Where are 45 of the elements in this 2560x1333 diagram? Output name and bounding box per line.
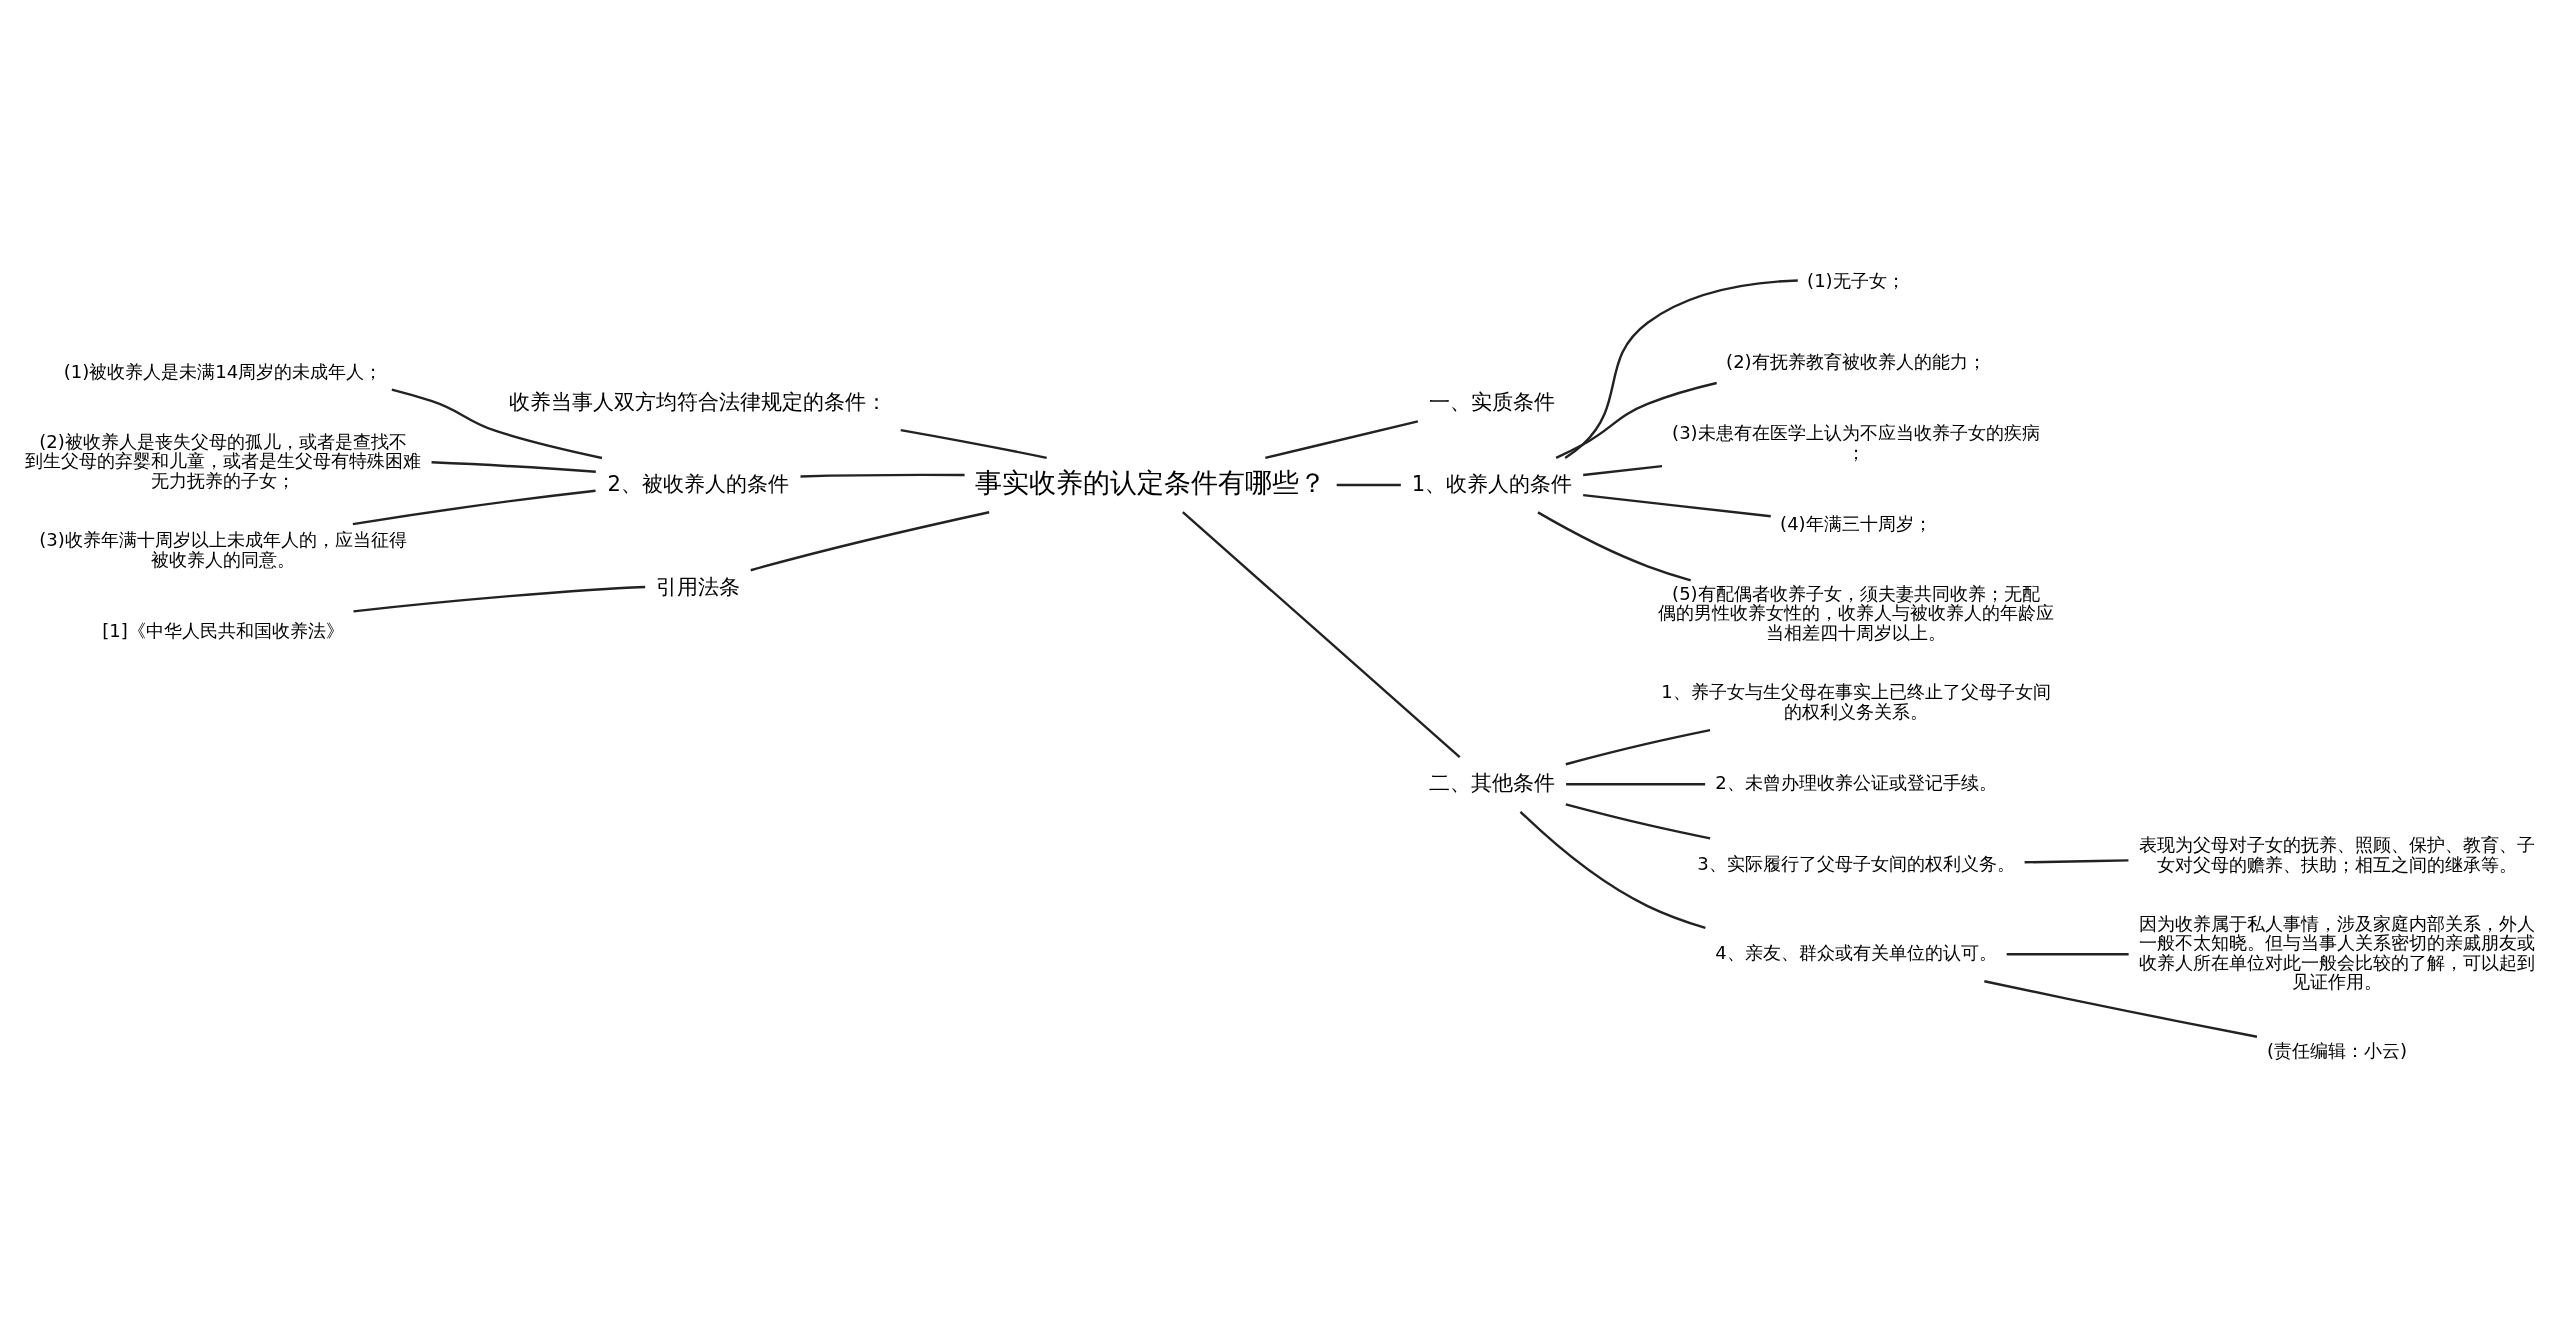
node-text: 4、亲友、群众或有关单位的认可。 — [1715, 941, 1997, 963]
node-text: 1、养子女与生父母在事实上已终止了父母子女间的权利义务关系。 — [1661, 680, 2051, 722]
node-text: (3)未患有在医学上认为不应当收养子女的疾病； — [1672, 421, 2040, 463]
node-text: 一、实质条件 — [1429, 388, 1556, 414]
node-text: 二、其他条件 — [1429, 769, 1556, 795]
node-text: (1)被收养人是未满14周岁的未成年人； — [63, 360, 383, 382]
connector — [353, 585, 646, 613]
node-text: (2)被收养人是丧失父母的孤儿，或者是查找不到生父母的弃婴和儿童，或者是生父母有特殊困难无力抚养的子女； — [24, 430, 421, 491]
node-text: (2)有抚养教育被收养人的能力； — [1726, 350, 1986, 372]
connector — [1984, 979, 2258, 1038]
connector — [800, 473, 965, 478]
node-text: 引用法条 — [656, 573, 741, 599]
connector — [1583, 493, 1771, 517]
connector — [1182, 510, 1461, 758]
connector — [391, 387, 603, 459]
node-text: 3、实际履行了父母子女间的权利义务。 — [1697, 852, 2015, 874]
connector — [1265, 419, 1419, 459]
node-text: (3)收养年满十周岁以上未成年人的，应当征得被收养人的同意。 — [39, 528, 407, 570]
node-text: 1、收养人的条件 — [1411, 470, 1573, 496]
connector — [1565, 728, 1711, 765]
connector — [900, 428, 1047, 459]
connector — [1565, 802, 1711, 840]
connector — [1519, 810, 1706, 929]
node-text: 2、未曾办理收养公证或登记手续。 — [1715, 771, 1997, 793]
connector — [352, 489, 596, 525]
node-text: (责任编辑：小云) — [2266, 1039, 2408, 1061]
connector — [1583, 464, 1663, 476]
connector — [2006, 952, 2129, 955]
node-text: 表现为父母对子女的抚养、照顾、保护、教育、子女对父母的赡养、扶助；相互之间的继承等。 — [2139, 833, 2536, 875]
connector — [2024, 858, 2129, 864]
connector — [1566, 782, 1706, 785]
connector — [750, 510, 990, 571]
node-text: [1]《中华人民共和国收养法》 — [102, 619, 344, 641]
node-text: 2、被收养人的条件 — [607, 470, 789, 496]
connector — [431, 460, 596, 473]
node-text: 因为收养属于私人事情，涉及家庭内部关系，外人一般不太知晓。但与当事人关系密切的亲戚朋友或收养人所在单位对此一般会比较的了解，可以起到见证作用。 — [2139, 912, 2536, 992]
connector — [1336, 483, 1401, 486]
connector — [1564, 278, 1798, 459]
node-text: (1)无子女； — [1807, 269, 1905, 291]
connector — [1555, 381, 1717, 459]
node-text: 收养当事人双方均符合法律规定的条件： — [509, 388, 888, 414]
node-text: (4)年满三十周岁； — [1780, 512, 1932, 534]
node-text: (5)有配偶者收养子女，须夫妻共同收养；无配偶的男性收养女性的，收养人与被收养人的年龄应当相差四十周岁以上。 — [1657, 581, 2054, 643]
connector — [1537, 510, 1692, 582]
node-text: 事实收养的认定条件有哪些？ — [975, 466, 1327, 498]
